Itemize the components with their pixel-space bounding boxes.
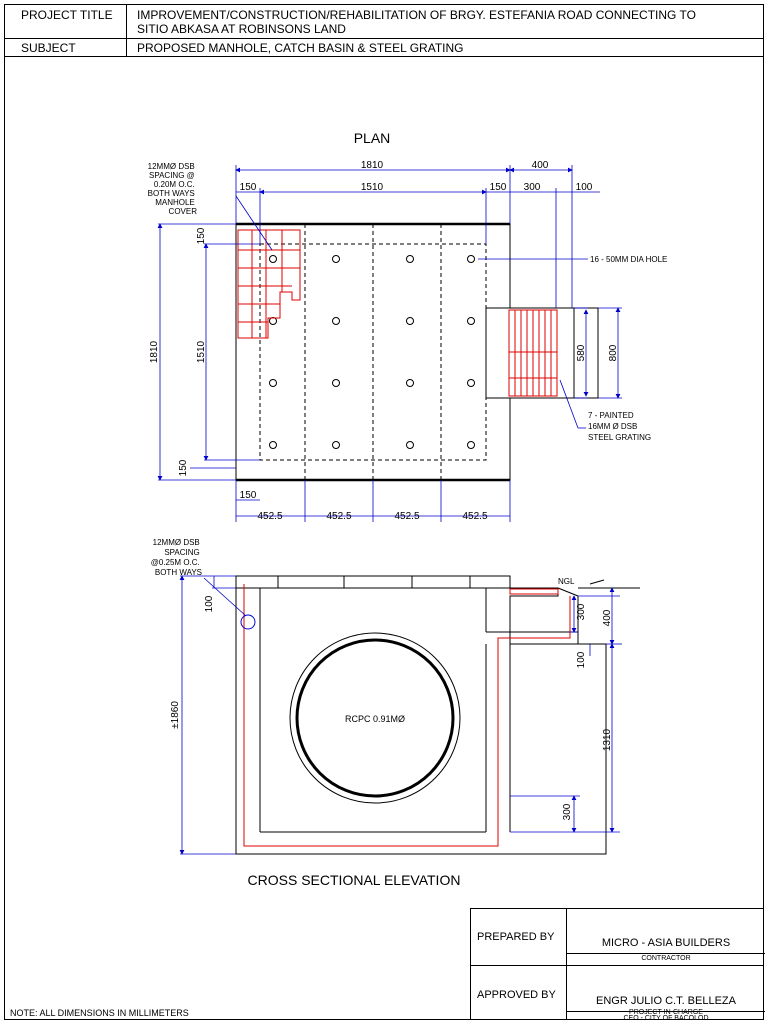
- svg-text:300: 300: [524, 182, 541, 193]
- rcpc-pipe: [289, 632, 461, 804]
- svg-text:400: 400: [602, 609, 613, 626]
- subject-row: SUBJECT PROPOSED MANHOLE, CATCH BASIN & …: [5, 39, 763, 57]
- svg-text:100: 100: [204, 595, 215, 612]
- svg-text:150: 150: [196, 227, 207, 244]
- section-dimensions: [179, 575, 622, 855]
- project-title-value: IMPROVEMENT/CONSTRUCTION/REHABILITATION …: [137, 8, 743, 36]
- pipe-label: RCPC 0.91MØ: [345, 714, 405, 724]
- subject-value: PROPOSED MANHOLE, CATCH BASIN & STEEL GR…: [137, 41, 464, 55]
- svg-text:100: 100: [576, 651, 587, 668]
- section-labels: RCPC 0.91MØ NGL ±1860 100 300 400 100 13…: [170, 577, 613, 820]
- svg-text:±1860: ±1860: [170, 701, 181, 729]
- approved-by-name: ENGR JULIO C.T. BELLEZA: [596, 995, 736, 1007]
- project-title-row: PROJECT TITLE IMPROVEMENT/CONSTRUCTION/R…: [5, 5, 763, 39]
- svg-text:1810: 1810: [361, 160, 384, 171]
- section-note: 12MMØ DSB SPACING @0.25M O.C. BOTH WAYS: [151, 538, 202, 577]
- prepared-by-name: MICRO - ASIA BUILDERS: [601, 937, 731, 949]
- section-outline: [235, 575, 607, 855]
- approved-by-office: CEO - CITY OF BACOLOD: [623, 1015, 709, 1022]
- svg-text:150: 150: [240, 182, 257, 193]
- prepared-by-label: PREPARED BY: [477, 931, 555, 943]
- approved-by-label: APPROVED BY: [477, 989, 556, 1001]
- svg-text:452.5: 452.5: [257, 511, 282, 522]
- section-rebar-marker: [240, 614, 256, 630]
- svg-text:400: 400: [532, 160, 549, 171]
- svg-text:580: 580: [576, 344, 587, 361]
- plan-holes: [269, 255, 475, 449]
- svg-text:300: 300: [562, 803, 573, 820]
- title-block-divider: [566, 909, 567, 1020]
- svg-text:150: 150: [178, 459, 189, 476]
- ngl-label: NGL: [558, 577, 575, 586]
- ngl-symbol: [578, 579, 640, 589]
- approved-by-role: PROJECT-IN-CHARGE: [629, 1009, 703, 1016]
- title-block: PREPARED BY MICRO - ASIA BUILDERS CONTRA…: [470, 908, 765, 1022]
- plan-notes: 12MMØ DSB SPACING @ 0.20M O.C. BOTH WAYS…: [148, 162, 668, 442]
- subject-label: SUBJECT: [5, 39, 127, 56]
- dimension-note: NOTE: ALL DIMENSIONS IN MILLIMETERS: [10, 1008, 189, 1018]
- svg-text:12MMØ DSB SPACING: 12MMØ DSB SPACING @0.25M O.C. BOTH WAYS: [151, 538, 202, 577]
- section-rebar: [243, 584, 571, 847]
- prepared-by-role: CONTRACTOR: [641, 955, 691, 962]
- manhole-cover-rebar: [237, 229, 301, 339]
- section-title: CROSS SECTIONAL ELEVATION: [248, 872, 461, 888]
- plan-holes-note: 16 - 50MM DIA HOLE: [590, 255, 667, 264]
- svg-text:1810: 1810: [149, 340, 160, 363]
- svg-text:1510: 1510: [361, 182, 384, 193]
- svg-text:800: 800: [608, 344, 619, 361]
- svg-text:452.5: 452.5: [462, 511, 487, 522]
- sheet-frame: [4, 4, 764, 1020]
- project-title-line1: IMPROVEMENT/CONSTRUCTION/REHABILITATION …: [137, 8, 696, 22]
- plan-grating-note: 7 - PAINTED 16MM Ø DSB STEEL GRATING: [588, 411, 651, 442]
- plan-dimensions: [157, 165, 622, 522]
- plan-dimension-labels: 1810 400 150 1510 150 300 100 150 452.5 …: [149, 160, 619, 522]
- steel-grating: [508, 309, 558, 397]
- project-title-line2: SITIO ABKASA AT ROBINSONS LAND: [137, 22, 346, 36]
- svg-text:150: 150: [490, 182, 507, 193]
- svg-text:452.5: 452.5: [326, 511, 351, 522]
- plan-rebar-note: 12MMØ DSB SPACING @ 0.20M O.C. BOTH WAYS…: [148, 162, 198, 216]
- svg-text:300: 300: [576, 603, 587, 620]
- svg-text:150: 150: [240, 490, 257, 501]
- contractor-underline: [567, 953, 765, 954]
- title-block-row-divider: [471, 965, 764, 966]
- svg-text:1310: 1310: [602, 728, 613, 751]
- svg-text:452.5: 452.5: [394, 511, 419, 522]
- project-title-label: PROJECT TITLE: [5, 5, 127, 38]
- approver-underline: [567, 1011, 765, 1012]
- plan-title: PLAN: [354, 130, 391, 146]
- svg-text:1510: 1510: [196, 340, 207, 363]
- plan-inner-dashed: [259, 224, 487, 480]
- svg-text:100: 100: [576, 182, 593, 193]
